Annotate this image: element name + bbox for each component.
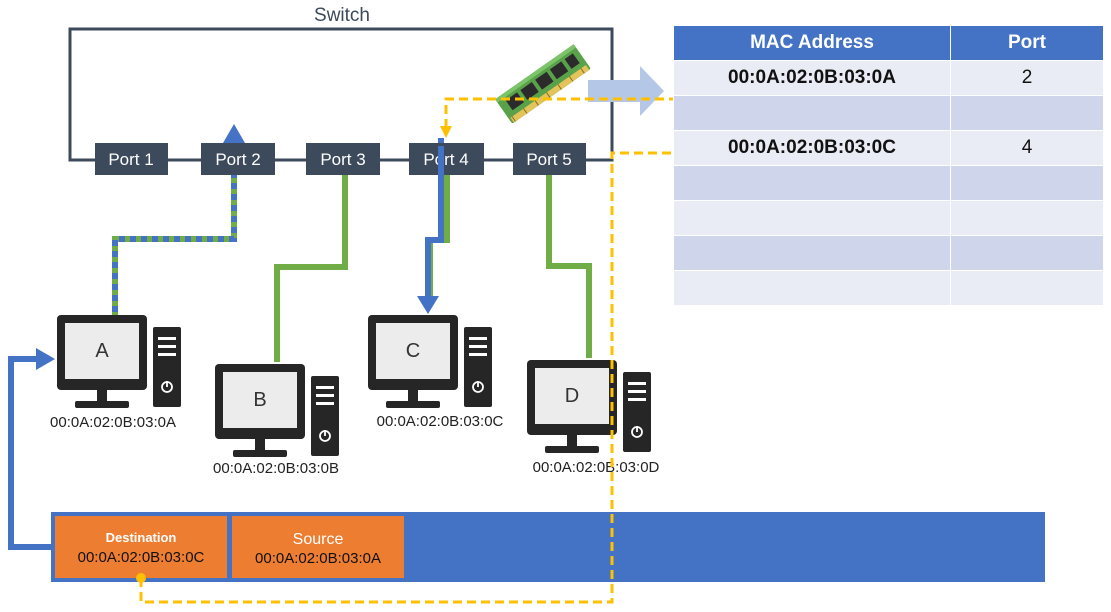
frame-source-field: Source 00:0A:02:0B:03:0A bbox=[232, 516, 404, 578]
host-label: A bbox=[95, 340, 109, 362]
mac-cell bbox=[673, 95, 951, 131]
switch-port-1: Port 1 bbox=[95, 143, 168, 175]
mac-column-header: MAC Address bbox=[673, 25, 951, 61]
host-mac: 00:0A:02:0B:03:0A bbox=[50, 414, 176, 431]
table-row bbox=[673, 200, 1104, 236]
mac-cell: 00:0A:02:0B:03:0A bbox=[673, 60, 951, 96]
computer-icon bbox=[214, 363, 340, 458]
lookup-origin-dot bbox=[136, 573, 146, 583]
mac-cell: 00:0A:02:0B:03:0C bbox=[673, 130, 951, 166]
port-column-header: Port bbox=[950, 25, 1104, 61]
table-row bbox=[673, 270, 1104, 306]
table-row bbox=[673, 235, 1104, 271]
switch-port-4: Port 4 bbox=[409, 143, 484, 175]
port-cell bbox=[950, 200, 1104, 236]
cable-b-port3 bbox=[274, 175, 348, 362]
switch-title: Switch bbox=[314, 5, 370, 26]
frame-ingress-path bbox=[112, 140, 237, 312]
switch-outline bbox=[68, 27, 614, 162]
egress-arrowhead bbox=[417, 296, 439, 314]
computer-d: D 00:0A:02:0B:03:0D bbox=[526, 359, 660, 476]
port-label: Port 2 bbox=[215, 150, 260, 169]
computer-c: C 00:0A:02:0B:03:0C bbox=[367, 314, 504, 430]
host-label: C bbox=[406, 340, 420, 362]
computer-icon bbox=[367, 314, 493, 409]
switch-port-2: Port 2 bbox=[201, 143, 275, 175]
lookup-port-arrowhead bbox=[440, 126, 452, 138]
cable-a-port2 bbox=[112, 175, 237, 315]
host-mac: 00:0A:02:0B:03:0D bbox=[533, 459, 660, 476]
mac-cell bbox=[673, 165, 951, 201]
table-row bbox=[673, 95, 1104, 131]
mac-address-table: MAC Address Port 00:0A:02:0B:03:0A 2 00:… bbox=[673, 25, 1104, 306]
return-arrowhead bbox=[36, 348, 55, 370]
frame-destination-field: Destination 00:0A:02:0B:03:0C bbox=[55, 516, 227, 578]
mac-cell bbox=[673, 270, 951, 306]
table-row: 00:0A:02:0B:03:0C 4 bbox=[673, 130, 1104, 166]
computer-b: B 00:0A:02:0B:03:0B bbox=[213, 363, 340, 477]
host-label: D bbox=[565, 385, 579, 407]
host-label: B bbox=[253, 389, 266, 411]
table-row bbox=[673, 165, 1104, 201]
host-mac: 00:0A:02:0B:03:0B bbox=[213, 460, 339, 477]
destination-title: Destination bbox=[106, 530, 177, 545]
port-label: Port 5 bbox=[526, 150, 571, 169]
computer-a: A 00:0A:02:0B:03:0A bbox=[50, 314, 182, 431]
port-label: Port 3 bbox=[320, 150, 365, 169]
switch-port-3: Port 3 bbox=[306, 143, 380, 175]
computer-icon bbox=[56, 314, 182, 409]
cable-d-port5 bbox=[546, 175, 592, 358]
switch-port-5: Port 5 bbox=[513, 143, 586, 175]
destination-mac: 00:0A:02:0B:03:0C bbox=[78, 549, 205, 566]
port-label: Port 4 bbox=[423, 150, 468, 169]
table-header-row: MAC Address Port bbox=[673, 25, 1104, 61]
host-mac: 00:0A:02:0B:03:0C bbox=[377, 413, 504, 430]
port-cell bbox=[950, 270, 1104, 306]
memory-module-icon bbox=[495, 44, 591, 124]
memory-to-table-arrow bbox=[588, 66, 664, 116]
source-mac: 00:0A:02:0B:03:0A bbox=[255, 550, 381, 567]
port-label: Port 1 bbox=[108, 150, 153, 169]
mac-cell bbox=[673, 200, 951, 236]
frame-return-path bbox=[8, 356, 51, 550]
port-cell bbox=[950, 165, 1104, 201]
mac-cell bbox=[673, 235, 951, 271]
table-row: 00:0A:02:0B:03:0A 2 bbox=[673, 60, 1104, 96]
ingress-arrowhead bbox=[223, 124, 245, 143]
port-cell: 4 bbox=[950, 130, 1104, 166]
port-cell: 2 bbox=[950, 60, 1104, 96]
port-cell bbox=[950, 235, 1104, 271]
port-cell bbox=[950, 95, 1104, 131]
computer-icon bbox=[526, 359, 652, 454]
frame-egress-path bbox=[425, 138, 444, 298]
source-title: Source bbox=[293, 531, 344, 548]
